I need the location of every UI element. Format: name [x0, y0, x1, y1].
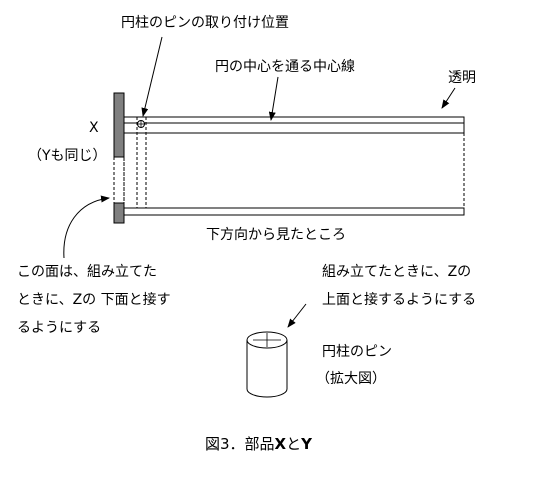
same-for-y-label: （Yも同じ）	[28, 148, 107, 164]
pin-name-label: 円柱のピン	[322, 344, 392, 360]
caption-part-x: X	[274, 435, 287, 453]
pin-position-label: 円柱のピンの取り付け位置	[121, 15, 289, 31]
face-note-line: るようにする	[17, 320, 102, 336]
caption-prefix: 図3．部品	[205, 435, 275, 453]
pin-position-arrow	[141, 36, 163, 117]
caption-conjunction: と	[286, 435, 302, 453]
face-note-arrow	[63, 195, 110, 259]
part-x-label: X	[89, 120, 99, 136]
center-line-arrow	[268, 76, 279, 121]
upper-rail	[123, 116, 465, 134]
face-note-line: ときに、Zの 下面と接す	[17, 292, 171, 308]
figure-caption: 図3．部品XとY	[205, 434, 312, 454]
top-note-line: 上面と接するようにする	[322, 292, 477, 308]
face-note-line: この面は、組み立てた	[17, 264, 157, 280]
enlarged-label: （拡大図）	[316, 371, 386, 387]
center-line-label: 円の中心を通る中心線	[215, 59, 355, 75]
view-from-below-label: 下方向から見たところ	[206, 227, 346, 243]
lower-rail	[123, 207, 465, 216]
transparent-label: 透明	[448, 70, 476, 86]
end-plate-lower	[113, 202, 125, 224]
pin-body	[246, 340, 288, 398]
caption-part-y: Y	[301, 435, 313, 453]
end-plate-upper	[113, 92, 125, 158]
transparent-arrow	[441, 87, 456, 109]
top-note-arrow	[287, 303, 307, 328]
top-note-line: 組み立てたときに、Zの	[322, 264, 472, 280]
